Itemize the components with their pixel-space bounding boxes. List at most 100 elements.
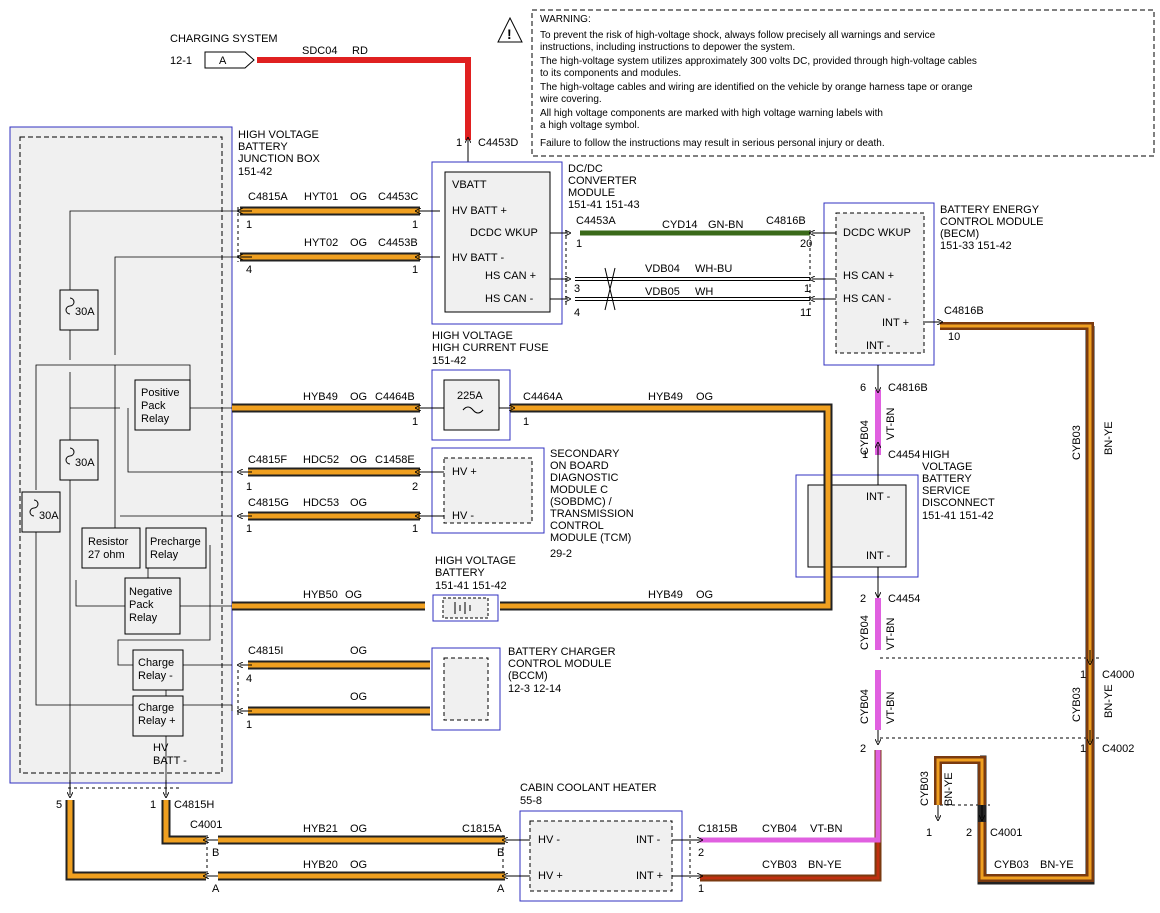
wire-color: OG [350,191,367,203]
connector-c4002: C4002 [1102,743,1134,755]
bccm-title: (BCCM) [508,670,548,682]
pin-label: 1 [456,137,462,149]
high-voltage-battery: HIGH VOLTAGE BATTERY 151-41 151-42 [432,555,516,622]
wire-color: VT-BN [885,408,897,440]
warning-line: Failure to follow the instructions may r… [540,138,885,149]
connector-c4815f: C4815F [248,454,287,466]
warning-line: instructions, including instructions to … [540,42,795,53]
wire-color: VT-BN [885,618,897,650]
pin-hs-can-minus: HS CAN - [843,293,892,305]
pin-hv-minus: HV - [538,834,560,846]
hvbatt-title: HIGH VOLTAGE [435,555,516,567]
pin-int-minus: INT - [866,491,891,503]
wire-cyb03: CYB03 [1071,425,1083,460]
becm-title: CONTROL MODULE [940,216,1044,228]
cch-title: CABIN COOLANT HEATER [520,782,657,794]
pin-hv-minus: HV - [452,510,474,522]
hv-high-current-fuse: 225A HIGH VOLTAGE HIGH CURRENT FUSE 151-… [431,330,549,441]
hvbjb-ref: 151-42 [238,166,272,178]
connector-c1458e: C1458E [375,454,415,466]
connector-c4454: C4454 [888,593,920,605]
pin-label: 4 [574,307,580,319]
sobdmc-title: (SOBDMC) / [550,496,613,508]
wire-color: BN-YE [1103,684,1115,718]
hvbsd-title: DISCONNECT [922,497,995,509]
hvbsd-title: SERVICE [922,485,970,497]
warning-line: wire covering. [539,94,602,105]
wire-cyb04: CYB04 [859,420,871,455]
sobdmc-title: CONTROL [550,520,604,532]
charge-relay-minus: Charge Relay - [132,649,184,691]
cch-ref: 55-8 [520,795,542,807]
connector-c4815i: C4815I [248,645,283,657]
sobdmc-title: TRANSMISSION [550,508,634,520]
wire-hdc52: HDC52 [303,454,339,466]
hv-cables [65,206,1095,885]
pin-int-plus: INT + [636,870,663,882]
pin-label: 10 [948,331,960,343]
pin-label: B [497,847,504,859]
connector-c4816b: C4816B [766,215,806,227]
warning-line: to its components and modules. [540,68,681,79]
wire-color: VT-BN [810,823,842,835]
charging-system-title: CHARGING SYSTEM [170,33,278,45]
pin-label: 1 [246,219,252,231]
pin-label: 1 [246,523,252,535]
wire-hdc53: HDC53 [303,497,339,509]
pin-label: 1 [523,416,529,428]
relay-label: Relay [129,612,158,624]
pin-label: 1 [926,827,932,839]
relay-label: Pack [141,400,166,412]
pin-label: 1 [1080,669,1086,681]
pin-int-minus: INT - [866,340,891,352]
wire-hyb21: HYB21 [303,823,338,835]
becm: DCDC WKUP HS CAN + HS CAN - INT + INT - … [823,202,1044,366]
wire-hyt02: HYT02 [304,237,338,249]
pin-label: 2 [860,743,866,755]
connector-c4454: C4454 [888,449,920,461]
wire-hyb50: HYB50 [303,589,338,601]
bccm: BATTERY CHARGER CONTROL MODULE (BCCM) 12… [431,646,616,731]
wire-color: OG [696,589,713,601]
hv-batt-minus-label: BATT - [153,755,187,767]
pin-label: 1 [150,799,156,811]
dcdc-title: MODULE [568,187,615,199]
pin-label: 1 [412,219,418,231]
wire-hyb49: HYB49 [648,391,683,403]
hvbsd-title: VOLTAGE [922,461,972,473]
connector-c4001: C4001 [990,827,1022,839]
fuse-ref: 151-42 [432,355,466,367]
bccm-refs: 12-3 12-14 [508,683,561,695]
wire-hyb49: HYB49 [303,391,338,403]
connector-c4453a: C4453A [576,215,616,227]
connector-c4815g: C4815G [248,497,289,509]
wire-color: OG [350,859,367,871]
wire-color: OG [350,645,367,657]
wire-cyb04: CYB04 [859,615,871,650]
dcdc-refs: 151-41 151-43 [568,199,640,211]
connector-c4816b: C4816B [888,382,928,394]
pin-label: 1 [698,883,704,895]
connector-c1815b: C1815B [698,823,738,835]
pin-label: 20 [800,238,812,250]
wire-color: OG [696,391,713,403]
fuse-title: HIGH VOLTAGE [432,330,513,342]
becm-refs: 151-33 151-42 [940,240,1012,252]
pin-int-plus: INT + [882,317,909,329]
sobdmc-tcm: HV + HV - SECONDARY ON BOARD DIAGNOSTIC … [431,447,634,560]
relay-label: Relay + [138,715,176,727]
wire-labels: C4815A 1 4 HYT01 OG C4453C 1 HYT02 OG C4… [56,191,1134,895]
resistor-label: Resistor [88,536,129,548]
resistor-27-ohm: Resistor 27 ohm [81,527,141,569]
wire-vdb04: VDB04 [645,263,680,275]
connector-c4464a: C4464A [523,391,563,403]
relay-label: Relay [141,413,170,425]
pin-dcdc-wkup: DCDC WKUP [470,227,538,239]
pin-label: 6 [860,382,866,394]
wire-vdb05: VDB05 [645,286,680,298]
wire-color-rd: RD [352,45,368,57]
pin-label: 1 [246,719,252,731]
pin-label: 3 [574,283,580,295]
wire-color: OG [350,454,367,466]
battery-icon [454,602,471,614]
